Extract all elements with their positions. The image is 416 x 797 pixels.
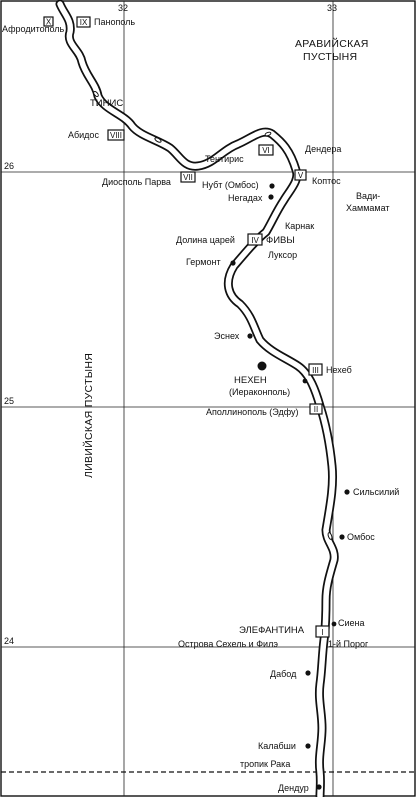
nome-box-ii bbox=[309, 403, 323, 415]
island bbox=[93, 90, 99, 98]
region-wadi-line2: Хаммамат bbox=[346, 203, 390, 213]
label-valley-kings: Долина царей bbox=[176, 235, 235, 245]
region-wadi-line1: Вади- bbox=[356, 191, 380, 201]
river-islands bbox=[93, 90, 333, 540]
label-negada: Негадах bbox=[228, 193, 263, 203]
label-dabod: Дабод bbox=[270, 669, 297, 679]
label-apollinopolis: Аполлинополь (Эдфу) bbox=[206, 407, 299, 417]
label-dendera: Дендера bbox=[305, 144, 341, 154]
nome-label-iii: III bbox=[312, 366, 319, 375]
label-tropic: тропик Рака bbox=[240, 759, 290, 769]
label-nekheb: Нехеб bbox=[326, 365, 352, 375]
label-tentyris: Тентирис bbox=[205, 154, 244, 164]
nome-box-ix bbox=[76, 16, 91, 28]
dot-nekhen-small bbox=[302, 378, 308, 384]
longitude-label-33: 33 bbox=[327, 3, 337, 13]
dot-negada bbox=[268, 194, 274, 200]
region-libyan-desert: ЛИВИЙСКАЯ ПУСТЫНЯ bbox=[82, 353, 95, 478]
nome-box-vi bbox=[258, 144, 274, 156]
nome-box-i bbox=[315, 625, 330, 638]
latitude-label-26: 26 bbox=[4, 161, 14, 171]
label-kalabsha: Калабши bbox=[258, 741, 296, 751]
dot-esna bbox=[247, 333, 253, 339]
label-hermonthis: Гермонт bbox=[186, 257, 221, 267]
region-arabian-desert-line2: ПУСТЫНЯ bbox=[303, 51, 357, 63]
dot-ombos bbox=[339, 534, 345, 540]
label-nubt: Нубт (Омбос) bbox=[202, 180, 259, 190]
label-abydos: Абидос bbox=[68, 130, 99, 140]
label-thebes: ФИВЫ bbox=[266, 235, 295, 246]
label-luxor: Луксор bbox=[268, 250, 297, 260]
label-esna: Эснех bbox=[214, 331, 240, 341]
nome-label-v: V bbox=[298, 171, 304, 180]
label-nekhen: НЕХЕН bbox=[234, 375, 267, 386]
dot-nekhen bbox=[257, 361, 267, 371]
settlement-dots bbox=[230, 183, 350, 790]
nome-label-i: I bbox=[321, 628, 323, 637]
latitude-label-25: 25 bbox=[4, 396, 14, 406]
dot-dendur bbox=[316, 784, 322, 790]
label-syene: Сиена bbox=[338, 618, 365, 628]
dot-dabod bbox=[305, 670, 311, 676]
dot-kalabsha bbox=[305, 743, 311, 749]
nome-label-iv: IV bbox=[251, 236, 259, 245]
nome-label-ix: IX bbox=[80, 18, 88, 27]
nome-label-x: X bbox=[46, 18, 52, 27]
nome-label-viii: VIII bbox=[110, 131, 122, 140]
nome-label-vi: VI bbox=[262, 146, 270, 155]
label-diospolis-parva: Диосполь Парва bbox=[102, 177, 171, 187]
label-islands: Острова Сехель и Филэ bbox=[178, 639, 278, 649]
label-aphroditopolis: Афродитополь bbox=[2, 24, 65, 34]
nome-label-vii: VII bbox=[183, 173, 193, 182]
label-ombos: Омбос bbox=[347, 532, 375, 542]
place-labels: Афродитополь Панополь ТИНИС Абидос Диосп… bbox=[2, 17, 399, 793]
label-dendur: Дендур bbox=[278, 783, 309, 793]
label-silsila: Сильсилий bbox=[353, 487, 399, 497]
label-thinis: ТИНИС bbox=[90, 98, 123, 109]
nome-box-iii bbox=[308, 363, 323, 376]
label-cataract: 1-й Порог bbox=[328, 639, 369, 649]
island bbox=[264, 131, 272, 137]
nome-label-ii: II bbox=[314, 405, 318, 414]
dot-hermonthis bbox=[230, 260, 236, 266]
latitude-label-24: 24 bbox=[4, 636, 14, 646]
nome-box-vii bbox=[180, 171, 196, 183]
nome-box-iv bbox=[247, 233, 263, 246]
island bbox=[327, 532, 333, 540]
region-arabian-desert-line1: АРАВИЙСКАЯ bbox=[295, 37, 369, 50]
nome-box-v bbox=[294, 169, 307, 181]
nome-numerals: X IX VIII VII VI V IV III II I bbox=[46, 18, 324, 638]
label-karnak: Карнак bbox=[285, 221, 314, 231]
nome-boxes bbox=[43, 16, 330, 638]
label-koptos: Коптос bbox=[312, 176, 341, 186]
nome-box-x bbox=[43, 16, 54, 27]
label-elephantine: ЭЛЕФАНТИНА bbox=[239, 625, 305, 636]
label-panopolis: Панополь bbox=[94, 17, 135, 27]
dot-silsila bbox=[344, 489, 350, 495]
label-hierakonpolis: (Иераконполь) bbox=[229, 387, 290, 397]
island bbox=[154, 137, 162, 143]
longitude-label-32: 32 bbox=[118, 3, 128, 13]
nome-box-viii bbox=[107, 129, 125, 141]
dot-syene bbox=[331, 621, 337, 627]
dot-nubt bbox=[269, 183, 275, 189]
